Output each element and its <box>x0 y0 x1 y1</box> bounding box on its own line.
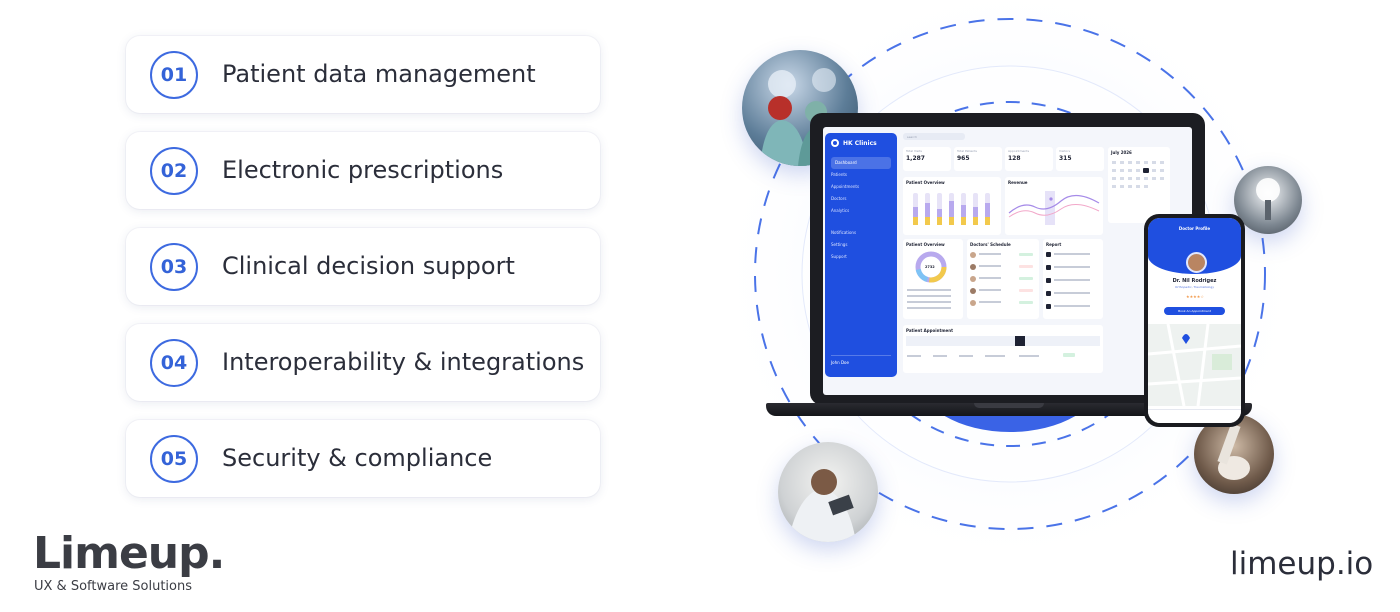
feature-card: 03 Clinical decision support <box>126 228 600 305</box>
nav-item-support[interactable]: Support <box>831 254 847 259</box>
stat-card: Total Visits 1,287 <box>903 147 951 171</box>
feature-card: 05 Security & compliance <box>126 420 600 497</box>
patient-appointment-panel: Patient Appointment <box>903 325 1103 373</box>
nav-item-doctors[interactable]: Doctors <box>831 196 847 201</box>
feature-number: 02 <box>150 147 198 195</box>
feature-number: 05 <box>150 435 198 483</box>
feature-number: 04 <box>150 339 198 387</box>
report-panel: Report <box>1043 239 1103 319</box>
nav-item-settings[interactable]: Settings <box>831 242 848 247</box>
dashboard-sidebar: HK Clinics Dashboard Patients Appointmen… <box>825 133 897 377</box>
phone-tab-bar <box>1148 409 1241 423</box>
clinic-logo-icon <box>831 139 839 147</box>
dashboard-search-input[interactable]: search <box>903 133 965 140</box>
laptop-base <box>766 403 1252 416</box>
brand-logo: Limeup. UX & Software Solutions <box>33 532 225 595</box>
feature-label: Patient data management <box>222 60 536 88</box>
doctor-name: Dr. Nil Rodrigez <box>1172 278 1217 284</box>
pie-center-value: 2732 <box>925 265 935 269</box>
feature-label: Clinical decision support <box>222 252 515 280</box>
nav-item-notifications[interactable]: Notifications <box>831 230 857 235</box>
doctor-profile-screen: Doctor Profile Dr. Nil Rodrigez Orthoped… <box>1148 218 1241 423</box>
patient-pie-panel: Patient Overview 2732 <box>903 239 963 319</box>
feature-label: Electronic prescriptions <box>222 156 504 184</box>
stat-card: Appointments 128 <box>1005 147 1053 171</box>
phone: Doctor Profile Dr. Nil Rodrigez Orthoped… <box>1144 214 1245 427</box>
doctor-specialty: Orthopedic, Traumatology <box>1174 285 1215 289</box>
product-illustration: HK Clinics Dashboard Patients Appointmen… <box>700 0 1400 612</box>
location-map <box>1148 323 1241 407</box>
phone-header: Doctor Profile <box>1148 218 1241 234</box>
nav-item-appointments[interactable]: Appointments <box>831 184 860 189</box>
hands-photo <box>1194 414 1274 494</box>
patient-overview-chart: Patient Overview <box>903 177 1001 235</box>
calendar-panel: July 2026 <box>1108 147 1170 223</box>
brand-dot: . <box>208 528 226 579</box>
dashboard-screen: HK Clinics Dashboard Patients Appointmen… <box>823 127 1192 395</box>
nav-item-dashboard[interactable]: Dashboard <box>831 157 891 169</box>
doctors-schedule-panel: Doctors' Schedule <box>967 239 1039 319</box>
sidebar-user[interactable]: John Doe <box>831 355 891 371</box>
revenue-chart: Revenue <box>1005 177 1103 235</box>
feature-card: 04 Interoperability & integrations <box>126 324 600 401</box>
dashboard-main: search Total Visits 1,287 Total Patients… <box>903 133 1188 391</box>
doctor-with-tablet-photo <box>778 442 878 542</box>
stat-card: Visitors 315 <box>1056 147 1104 171</box>
laptop: HK Clinics Dashboard Patients Appointmen… <box>810 113 1205 405</box>
book-appointment-button[interactable]: Book An Appointment <box>1164 307 1225 315</box>
stat-card: Total Patients 965 <box>954 147 1002 171</box>
nav-item-analytics[interactable]: Analytics <box>831 208 850 213</box>
feature-label: Interoperability & integrations <box>222 348 585 376</box>
rating-stars: ★★★★☆ <box>1186 294 1204 299</box>
brand-tagline: UX & Software Solutions <box>34 579 192 594</box>
feature-number: 01 <box>150 51 198 99</box>
feature-card: 01 Patient data management <box>126 36 600 113</box>
outer-dashed-ring <box>754 18 1266 530</box>
nav-item-patients[interactable]: Patients <box>831 172 848 177</box>
doctor-avatar <box>1186 252 1207 273</box>
surgical-light-photo <box>1234 166 1302 234</box>
clinic-name: HK Clinics <box>843 139 877 147</box>
site-url[interactable]: limeup.io <box>1230 546 1374 582</box>
feature-label: Security & compliance <box>222 444 493 472</box>
feature-number: 03 <box>150 243 198 291</box>
feature-card: 02 Electronic prescriptions <box>126 132 600 209</box>
brand-name: Limeup <box>33 528 210 579</box>
laptop-notch <box>974 403 1044 408</box>
